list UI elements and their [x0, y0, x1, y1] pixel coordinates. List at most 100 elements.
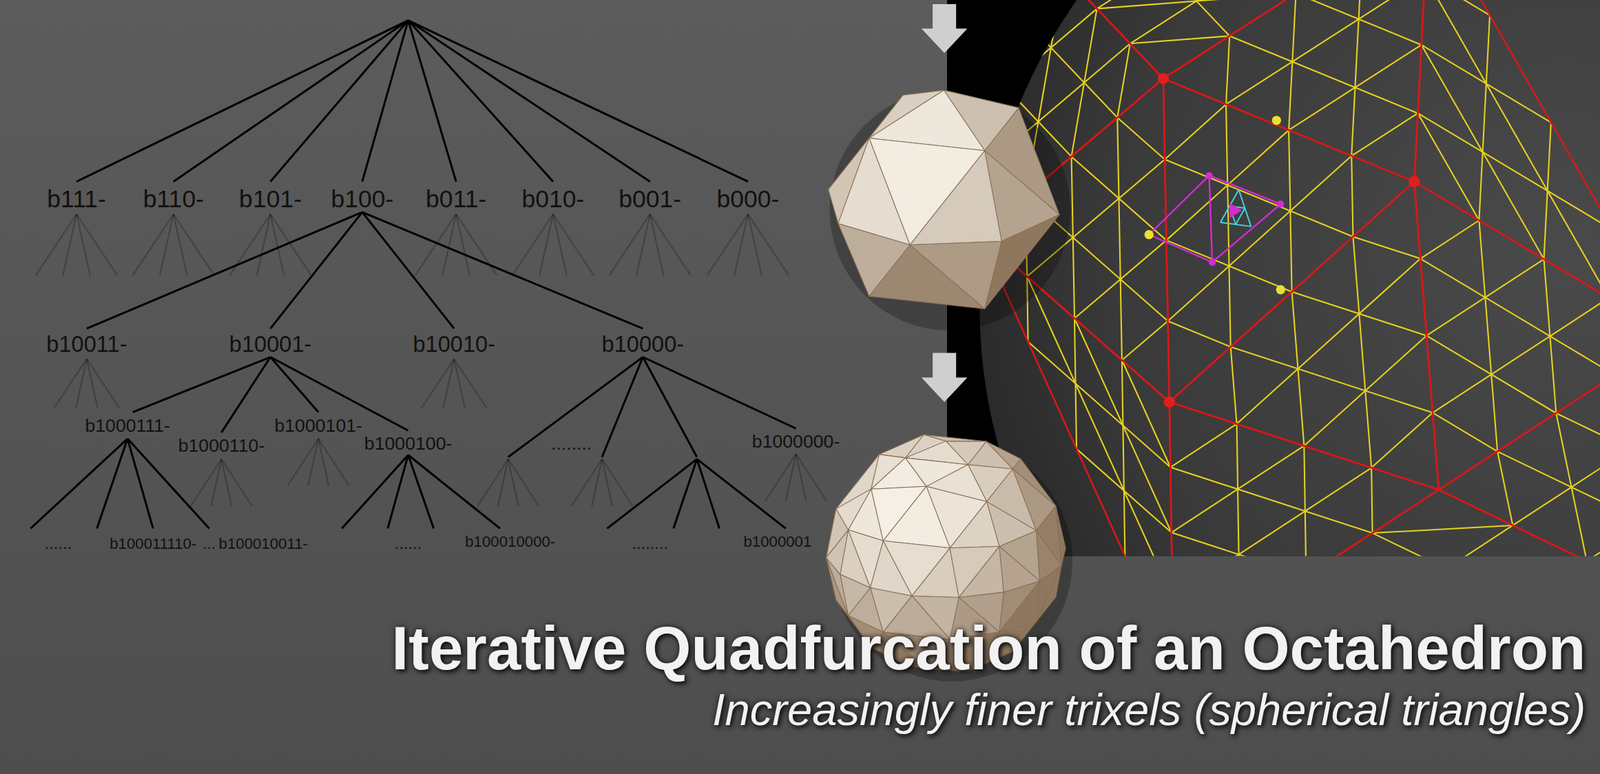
tree-label: ......	[44, 535, 73, 553]
tree-label: ........	[551, 434, 592, 454]
faded-edge	[229, 214, 270, 276]
faded-edge	[211, 459, 222, 507]
yellow-edge	[1512, 410, 1600, 526]
vertex-dot	[1164, 396, 1176, 408]
tree-label: b101-	[239, 186, 302, 212]
polyhedron	[828, 89, 1071, 331]
facet	[967, 441, 1013, 470]
vertex-dot	[1157, 73, 1169, 85]
yellow-edge	[1130, 35, 1230, 44]
tree-edge	[86, 212, 643, 329]
magenta-edge	[1148, 234, 1213, 263]
red-edge	[1163, 78, 1170, 403]
yellow-edge	[1121, 360, 1171, 468]
facet	[882, 486, 950, 549]
shadow	[829, 89, 1071, 331]
yellow-edge	[1237, 258, 1421, 425]
yellow-edge	[1352, 236, 1421, 259]
yellow-edge	[1351, 112, 1418, 156]
yellow-edge	[1124, 555, 1173, 557]
red-edge	[1030, 0, 1164, 79]
red-edge	[1163, 78, 1415, 182]
yellow-edge	[1168, 320, 1231, 347]
yellow-edge	[1478, 220, 1498, 452]
tree-label: b100011110-	[109, 535, 197, 552]
red-edge	[1414, 0, 1429, 182]
red-edge	[1030, 0, 1164, 79]
yellow-edge	[1226, 0, 1426, 105]
yellow-edge	[1372, 525, 1514, 534]
yellow-edge	[1130, 0, 1230, 36]
yellow-edge	[1028, 341, 1171, 467]
faded-edge	[415, 214, 456, 276]
tree-label: b1000110-	[178, 436, 266, 456]
yellow-edge	[1121, 320, 1169, 361]
tree-label: b1000101-	[274, 416, 363, 435]
yellow-edge	[1288, 0, 1296, 131]
red-edge	[1414, 0, 1429, 182]
yellow-edge	[1226, 35, 1230, 105]
magenta-edge	[1209, 175, 1282, 204]
tree-label: b10001-	[229, 333, 313, 357]
yellow-mesh	[992, 0, 1600, 556]
vertex-dot	[1208, 258, 1216, 266]
tree-lines	[30, 20, 796, 529]
red-edge	[1438, 336, 1600, 490]
yellow-edge	[1352, 236, 1372, 469]
faded-edge	[442, 358, 454, 408]
yellow-edge	[1170, 467, 1373, 534]
vertex-dot	[1144, 230, 1154, 240]
red-edge	[1169, 181, 1415, 403]
red-edge	[1438, 489, 1600, 556]
yellow-edge	[1117, 43, 1131, 118]
red-edge	[1438, 336, 1600, 490]
vertex-dot	[1408, 176, 1420, 188]
faded-subtrees	[35, 214, 827, 507]
red-edge	[1169, 181, 1415, 403]
yellow-edge	[1164, 159, 1353, 237]
red-edge	[1438, 489, 1600, 556]
sphere	[979, 0, 1600, 556]
faded-edge	[132, 214, 174, 276]
yellow-edge	[1555, 413, 1600, 485]
yellow-edge	[1164, 104, 1227, 160]
yellow-edge	[1418, 112, 1600, 230]
tree-edge	[606, 459, 786, 529]
yellow-edge	[1432, 298, 1600, 414]
faded-edge	[591, 459, 602, 507]
faded-edge	[765, 453, 796, 501]
tree-edge	[76, 20, 748, 182]
tree-label: b011-	[425, 186, 487, 212]
red-edge	[1169, 402, 1439, 490]
magenta-mesh	[1148, 175, 1281, 263]
yellow-edge	[1303, 445, 1306, 556]
yellow-edge	[1168, 155, 1353, 321]
faded-edge	[608, 214, 650, 276]
facet	[949, 501, 1000, 548]
faded-edge	[76, 214, 118, 276]
faded-edge	[62, 214, 77, 276]
faded-edge	[455, 214, 497, 276]
yellow-edge	[1497, 451, 1600, 557]
faded-edge	[86, 358, 120, 408]
yellow-edge	[1351, 155, 1353, 237]
faded-edge	[453, 358, 487, 408]
yellow-edge	[1425, 0, 1490, 16]
red-edge	[1428, 0, 1600, 337]
yellow-edge	[1371, 412, 1433, 468]
tree-label: ......	[394, 535, 423, 553]
red-edge	[1414, 181, 1600, 337]
faded-edge	[601, 459, 633, 507]
faded-edge	[747, 214, 789, 276]
facet	[909, 241, 1002, 309]
red-edge	[1169, 402, 1174, 557]
tree-label: b010-	[522, 186, 585, 212]
faded-edge	[256, 214, 271, 276]
yellow-edge	[1017, 0, 1065, 14]
yellow-edge	[1121, 360, 1125, 556]
faded-edge	[512, 214, 554, 276]
yellow-edge	[1371, 467, 1373, 534]
faded-edge	[75, 358, 87, 408]
faded-edge	[287, 438, 319, 486]
